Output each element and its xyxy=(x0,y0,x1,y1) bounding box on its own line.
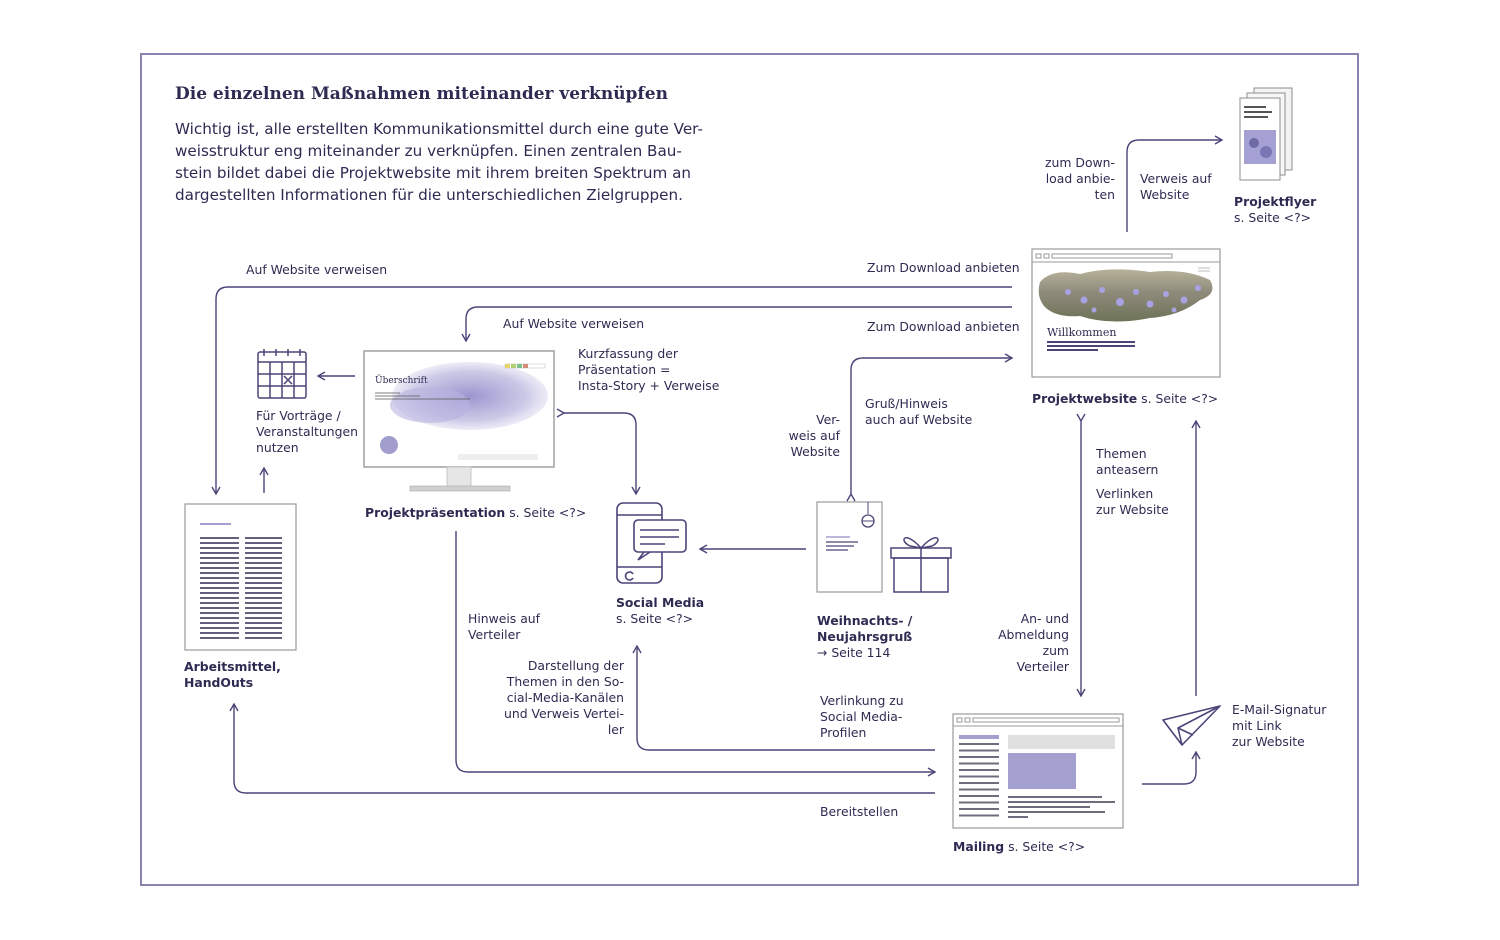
node-vortraege-label: Für Vorträge / Veranstaltungen nutzen xyxy=(256,408,358,455)
label-verlinkung: Verlinkung zu Social Media- Profilen xyxy=(820,693,904,740)
label-verweis-website-flyer: Verweis auf Website xyxy=(1140,171,1212,202)
slide-heading: Überschrift xyxy=(375,376,428,386)
greeting-card-icon xyxy=(816,501,883,593)
label-verweis-auf-website: Ver- weis auf Website xyxy=(788,412,840,459)
edge-handouts-website xyxy=(211,286,1012,496)
node-flyer-label: Projektflyer s. Seite <?> xyxy=(1234,194,1317,225)
intro-line: weisstruktur eng miteinander zu verknüpf… xyxy=(175,142,682,160)
label-darstellung: Darstellung der Themen in den So- cial-M… xyxy=(504,658,624,737)
diagram-frame xyxy=(140,53,1359,886)
presentation-monitor-icon xyxy=(363,350,555,492)
label-anmeldung: An- und Abmeldung zum Verteiler xyxy=(998,611,1069,674)
edge-mailing-signature xyxy=(1142,750,1201,785)
edge-mailing-handouts xyxy=(229,702,935,794)
node-mailing-label: Mailing s. Seite <?> xyxy=(953,839,1086,854)
website-screen-icon xyxy=(1031,248,1221,378)
node-signature-label: E-Mail-Signatur mit Link zur Website xyxy=(1232,702,1327,749)
edge-website-flyer xyxy=(1126,135,1224,232)
label-zum-download-top: Zum Download anbieten xyxy=(867,260,1020,275)
edge-presentation-social xyxy=(556,408,641,496)
intro-paragraph: Wichtig ist, alle erstellten Kommunikati… xyxy=(175,118,703,206)
node-social-label: Social Media s. Seite <?> xyxy=(616,595,705,626)
label-themen: Themen anteasern xyxy=(1096,446,1159,477)
handout-document-icon xyxy=(184,503,297,651)
mailing-screen-icon xyxy=(952,713,1124,829)
intro-line: stein bildet dabei die Projektwebsite mi… xyxy=(175,164,691,182)
label-kurzfassung: Kurzfassung der Präsentation = Insta-Sto… xyxy=(578,346,720,393)
label-hinweis-verteiler: Hinweis auf Verteiler xyxy=(468,611,541,642)
node-greeting-label: Weihnachts- / Neujahrsgruß → Seite 114 xyxy=(817,613,913,660)
flyer-icon xyxy=(1239,87,1293,181)
intro-line: dargestellten Informationen für die unte… xyxy=(175,186,683,204)
edge-website-presentation xyxy=(461,306,1012,343)
website-heading: Willkommen xyxy=(1047,326,1117,339)
diagram-title: Die einzelnen Maßnahmen miteinander verk… xyxy=(175,84,668,104)
label-zum-download-flyer: zum Down- load anbie- ten xyxy=(1045,155,1115,202)
node-website-label: Projektwebsite s. Seite <?> xyxy=(1032,391,1219,406)
edge-greeting-website xyxy=(846,353,1014,502)
node-handouts-label: Arbeitsmittel, HandOuts xyxy=(184,659,281,690)
label-bereitstellen: Bereitstellen xyxy=(820,804,899,819)
gift-icon xyxy=(890,537,952,593)
social-media-phone-icon xyxy=(616,502,687,584)
label-auf-website-verweisen-top: Auf Website verweisen xyxy=(246,262,388,277)
paper-plane-icon xyxy=(1162,705,1221,746)
label-verlinken: Verlinken zur Website xyxy=(1096,486,1169,517)
label-auf-website-verweisen-mid: Auf Website verweisen xyxy=(503,316,645,331)
node-presentation-label: Projektpräsentation s. Seite <?> xyxy=(365,505,587,520)
label-zum-download-mid: Zum Download anbieten xyxy=(867,319,1020,334)
edge-mailing-social xyxy=(632,644,935,751)
calendar-icon xyxy=(257,349,307,399)
edge-presentation-mailing xyxy=(455,531,937,777)
label-gruss-hinweis: Gruß/Hinweis auch auf Website xyxy=(865,396,973,427)
intro-line: Wichtig ist, alle erstellten Kommunikati… xyxy=(175,120,703,138)
